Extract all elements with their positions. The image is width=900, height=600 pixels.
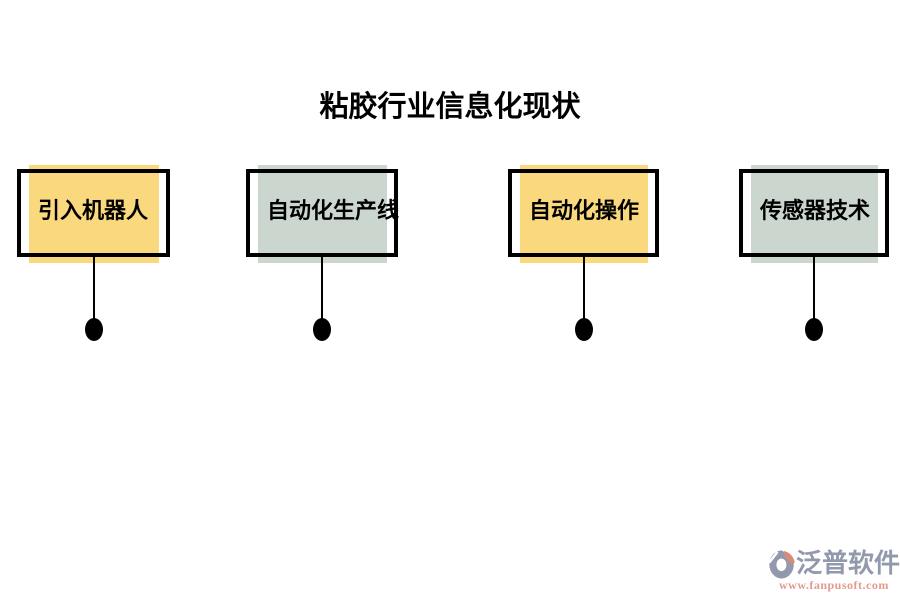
brand-name: 泛普软件 [796,548,900,578]
connector-line [92,257,95,319]
node-border [17,169,170,257]
node-fill [258,165,387,263]
node-box-3: 自动化操作 [508,165,659,341]
node-label: 自动化生产线 [267,198,400,223]
node-box-4: 传感器技术 [739,165,889,341]
node-label: 自动化操作 [529,198,640,223]
diagram-title: 粘胶行业信息化现状 [319,91,581,123]
node-border [246,169,398,257]
node-label: 引入机器人 [38,198,149,223]
node-border [508,169,659,257]
connector-line [321,257,323,319]
connector-dot [313,318,331,341]
fanpu-logo-icon [768,549,796,579]
brand-url: www.fanpusoft.com [779,578,889,592]
node-fill [520,165,648,263]
node-box-2: 自动化生产线 [246,165,400,341]
connector-dot [574,318,593,341]
connector-line [813,257,815,319]
node-box-1: 引入机器人 [17,165,170,341]
node-fill [29,165,159,263]
connector-dot [805,318,823,341]
connector-dot [84,318,103,341]
connector-line [582,257,585,319]
node-fill [751,165,878,263]
node-border [739,169,889,257]
node-label: 传感器技术 [760,198,871,223]
